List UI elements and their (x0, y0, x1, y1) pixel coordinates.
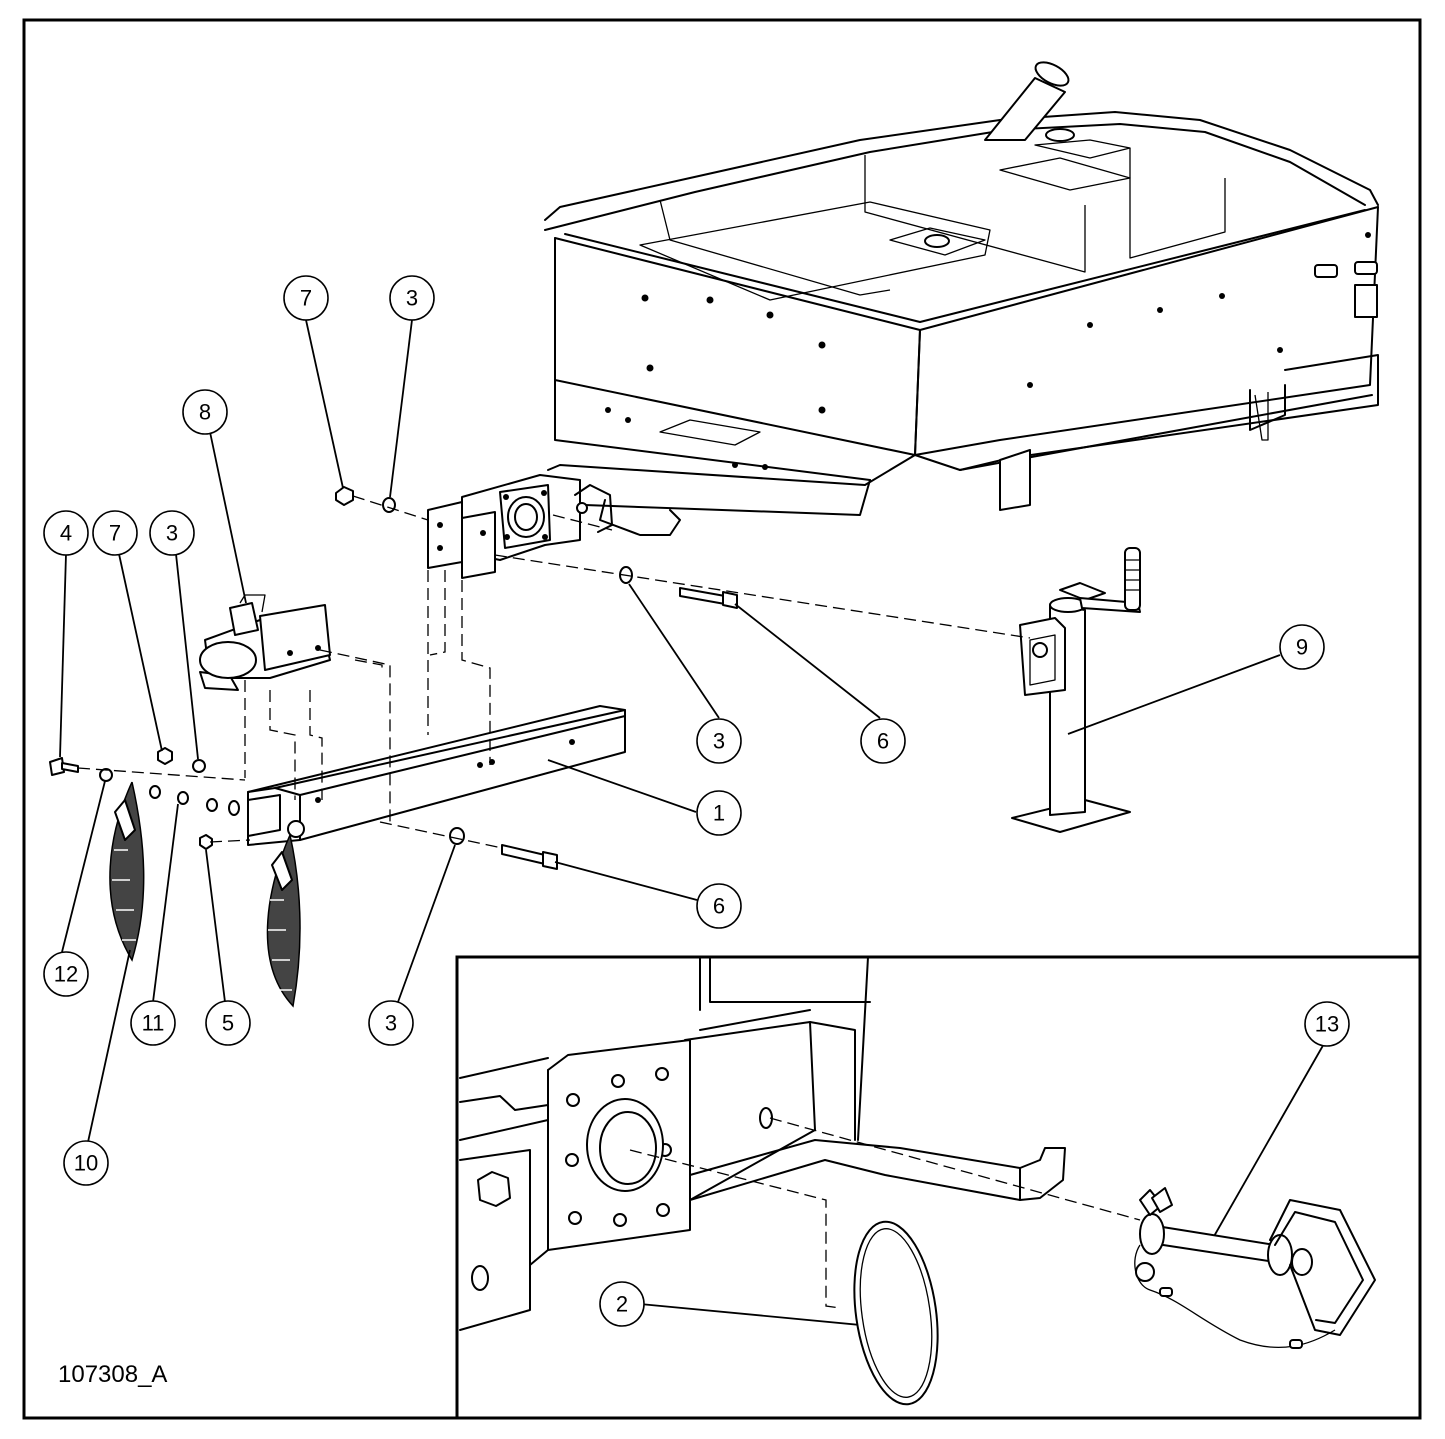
svg-text:6: 6 (713, 894, 725, 919)
callout-3-middle: 3 (696, 718, 742, 764)
tongue-tube (247, 705, 626, 846)
svg-text:7: 7 (300, 286, 312, 311)
callout-12: 12 (43, 951, 89, 997)
safety-chains (109, 781, 301, 1008)
svg-text:1: 1 (713, 801, 725, 826)
detail-view (459, 956, 1376, 1406)
svg-text:11: 11 (142, 1011, 165, 1036)
svg-text:6: 6 (877, 729, 889, 754)
callout-7-upper: 7 (283, 275, 329, 321)
callout-1: 1 (696, 790, 742, 836)
svg-text:3: 3 (385, 1011, 397, 1036)
svg-text:3: 3 (166, 521, 178, 546)
svg-text:2: 2 (616, 1292, 628, 1317)
svg-text:9: 9 (1296, 635, 1308, 660)
callout-3-upper: 3 (389, 275, 435, 321)
callout-3-lower: 3 (368, 1000, 414, 1046)
hardware-pieces (49, 486, 738, 870)
callout-5: 5 (205, 1000, 251, 1046)
callout-2: 2 (599, 1281, 645, 1327)
leader-lines (59, 319, 1326, 1329)
svg-text:4: 4 (60, 521, 72, 546)
svg-text:12: 12 (54, 962, 78, 987)
svg-text:10: 10 (74, 1151, 98, 1176)
callout-7-left: 7 (92, 510, 138, 556)
detail-inset-border (455, 955, 1422, 1420)
hopper-body (544, 61, 1379, 536)
svg-text:3: 3 (406, 286, 418, 311)
callout-3-left: 3 (149, 510, 195, 556)
tongue-mount-bracket (427, 474, 613, 579)
callout-6-upper: 6 (860, 718, 906, 764)
callout-10: 10 (63, 1140, 109, 1186)
svg-text:7: 7 (109, 521, 121, 546)
svg-text:5: 5 (222, 1011, 234, 1036)
svg-text:3: 3 (713, 729, 725, 754)
trailer-jack (1011, 547, 1141, 833)
callout-4: 4 (43, 510, 89, 556)
assembly-lines (77, 495, 1031, 849)
svg-text:8: 8 (199, 400, 211, 425)
callout-11: 11 (130, 1000, 176, 1046)
svg-text:13: 13 (1315, 1012, 1339, 1037)
callout-9: 9 (1279, 624, 1325, 670)
callout-13: 13 (1304, 1001, 1350, 1047)
drawing-number: 107308_A (58, 1361, 167, 1388)
callout-6-lower: 6 (696, 883, 742, 929)
ball-coupler (199, 594, 331, 691)
callout-8: 8 (182, 389, 228, 435)
